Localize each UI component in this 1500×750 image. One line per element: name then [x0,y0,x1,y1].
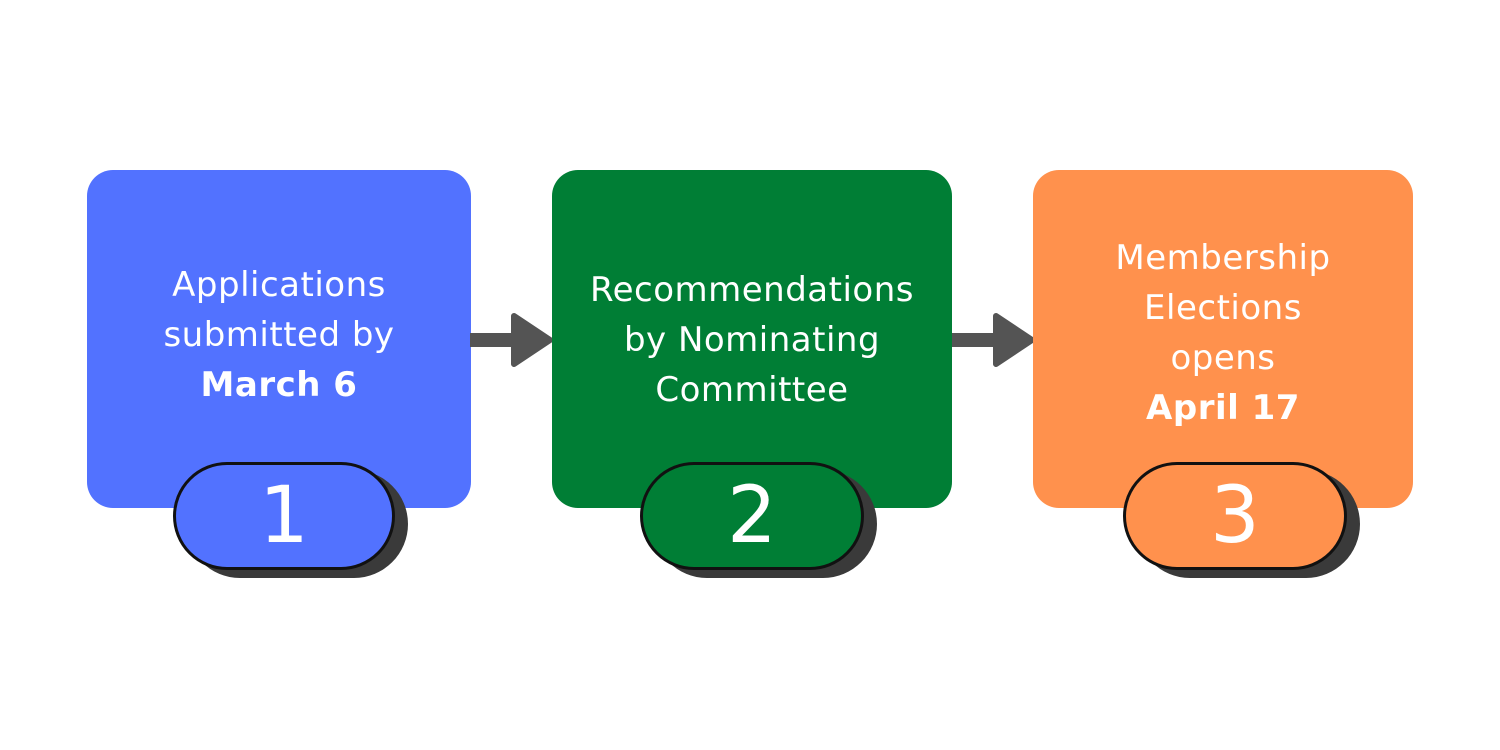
step-3-line-3: opens [1170,338,1276,378]
step-1-deadline: March 6 [200,365,358,405]
step-3-line-2: Elections [1144,288,1302,328]
step-1-card: Applications submitted by March 6 [87,170,471,508]
step-1-line-1: Applications [172,265,386,305]
step-2-number-badge: 2 [640,462,864,570]
step-2-card: Recommendations by Nominating Committee [552,170,952,508]
arrow-2-shaft [952,333,1002,347]
arrow-1-shaft [470,333,520,347]
step-2-line-1: Recommendations [590,270,914,310]
step-3-text: Membership Elections opens April 17 [1033,233,1413,433]
step-2-text: Recommendations by Nominating Committee [552,265,952,415]
step-3-date: April 17 [1146,388,1300,428]
step-3-line-1: Membership [1115,238,1331,278]
step-2-line-3: Committee [655,370,849,410]
step-1-line-2: submitted by [163,315,395,355]
arrow-1-head [511,313,552,367]
arrow-right-icon [952,313,1034,367]
step-1-number-badge: 1 [173,462,395,570]
step-3-card: Membership Elections opens April 17 [1033,170,1413,508]
arrow-2-head [993,313,1034,367]
step-1-text: Applications submitted by March 6 [87,260,471,410]
arrow-right-icon [470,313,552,367]
step-2-line-2: by Nominating [623,320,881,360]
step-3-number-badge: 3 [1123,462,1347,570]
